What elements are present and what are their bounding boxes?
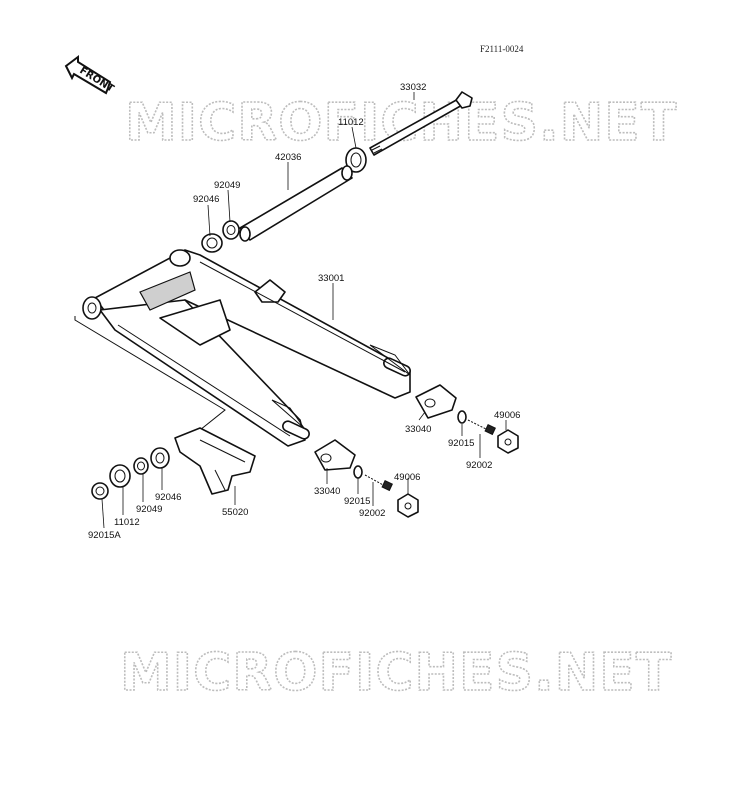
part-label-92046-upper: 92046 [193,194,219,205]
part-label-33040-right: 33040 [405,424,431,435]
nut-49006-left [397,493,419,518]
chain-adjuster-left [314,439,356,471]
bolt-92002-right [467,419,496,436]
seal-lower-11012 [109,464,131,488]
bushing-lower-92046 [150,447,170,469]
figure-code: F2111-0024 [480,44,524,54]
seal-upper [345,147,367,173]
bushing-upper-92046 [201,233,223,253]
part-label-92049-lower: 92049 [136,504,162,515]
part-label-11012-lower: 11012 [114,517,140,528]
part-label-92046-lower: 92046 [155,492,181,503]
bushing-upper-92049 [222,220,240,240]
front-arrow-icon: FRONT [64,55,116,95]
part-label-92015-left: 92015 [344,496,370,507]
nut-49006-right [497,429,519,454]
collar-tube [239,165,353,242]
part-label-42036: 42036 [275,152,301,163]
bushing-lower-92049 [133,457,149,475]
part-label-49006-right: 49006 [494,410,520,421]
watermark-top: MICROFICHES.NET [125,93,677,153]
leader-lines [101,92,507,529]
washer-92015-right [457,410,467,424]
part-label-55020: 55020 [222,507,248,518]
washer-92015-left [353,465,363,479]
cap-92015A [91,482,109,500]
pivot-shaft [369,91,473,156]
bolt-92002-left [364,474,393,492]
part-label-92015-right: 92015 [448,438,474,449]
part-label-49006-left: 49006 [394,472,420,483]
part-label-92002-right: 92002 [466,460,492,471]
part-label-33040-left: 33040 [314,486,340,497]
part-label-92015A: 92015A [88,530,121,541]
chain-adjuster-right [415,384,457,419]
part-label-92049-upper: 92049 [214,180,240,191]
part-label-11012-upper: 11012 [338,117,364,128]
watermark-bottom: MICROFICHES.NET [120,643,672,703]
part-label-92002-left: 92002 [359,508,385,519]
chain-guide [174,427,256,495]
part-label-33001: 33001 [318,273,344,284]
part-label-33032: 33032 [400,82,426,93]
swing-arm [74,249,411,447]
